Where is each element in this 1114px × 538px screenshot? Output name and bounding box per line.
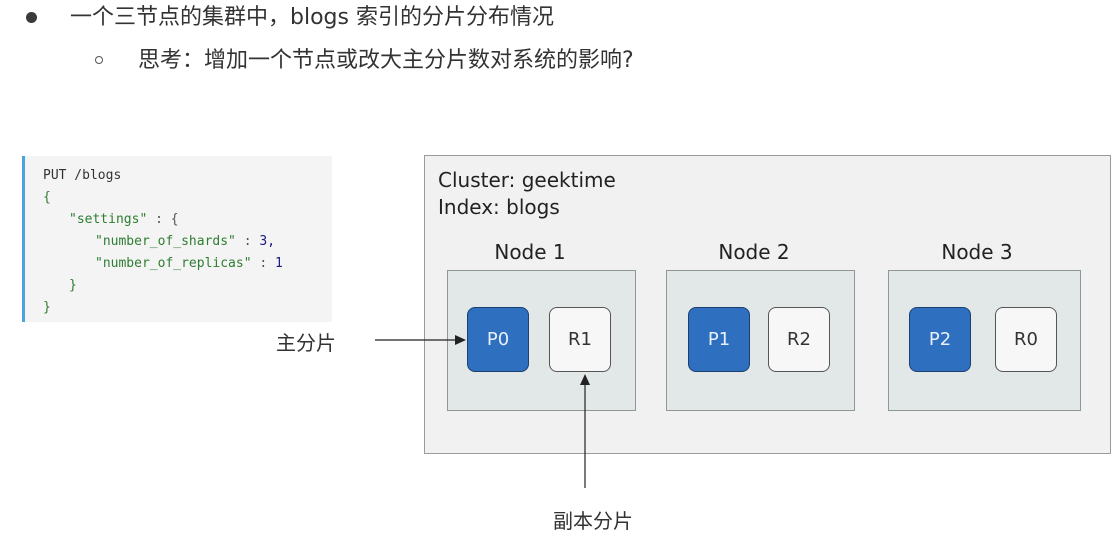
bullet-main-text: 一个三节点的集群中，blogs 索引的分片分布情况 (70, 5, 554, 30)
code-block: PUT /blogs { "settings" : { "number_of_s… (22, 156, 332, 322)
replica-shard-label: 副本分片 (553, 509, 633, 533)
replica-arrow (580, 374, 590, 488)
code-line-2: { (43, 190, 51, 205)
cluster-name: Cluster: geektime (438, 168, 616, 192)
code-line-7: } (43, 300, 51, 315)
bullet-dot (26, 12, 37, 23)
code-line-1: PUT /blogs (43, 168, 122, 183)
node-2-title: Node 2 (718, 240, 790, 264)
node-1-title: Node 1 (494, 240, 566, 264)
index-name: Index: blogs (438, 195, 560, 219)
bullet-sub-text: 思考：增加一个节点或改大主分片数对系统的影响? (138, 48, 634, 73)
code-line-3: "settings" : { (69, 212, 179, 227)
primary-shard-label: 主分片 (276, 331, 336, 355)
code-line-6: } (69, 278, 77, 293)
code-line-5: "number_of_replicas" : 1 (95, 256, 283, 271)
node-3-title: Node 3 (941, 240, 1013, 264)
node-3-primary-shard: P2 (909, 307, 971, 372)
node-1-primary-shard: P0 (467, 307, 529, 372)
node-2-primary-shard: P1 (688, 307, 750, 372)
code-line-4: "number_of_shards" : 3, (95, 234, 276, 249)
node-1-replica-shard: R1 (549, 307, 611, 372)
primary-arrow (375, 335, 466, 345)
node-3-replica-shard: R0 (995, 307, 1057, 372)
node-2-replica-shard: R2 (768, 307, 830, 372)
sub-bullet-circle (95, 56, 103, 64)
